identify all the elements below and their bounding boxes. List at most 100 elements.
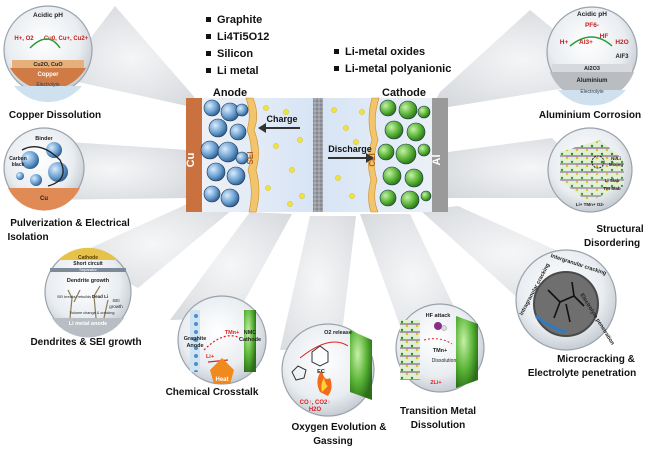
cu-oxide-label: Cu2O, CuO (33, 62, 63, 68)
panel-dendrites: Cathode Short circuit Separator Dendrite… (30, 247, 142, 348)
pf6-label: PF6- (585, 22, 599, 29)
panel-chemical-crosstalk: Heat Graphite Anode NMC Cathode Li+ TMn+… (166, 295, 267, 398)
crosstalk-tm-label: TMn+ (225, 330, 240, 336)
li-ion (273, 143, 279, 149)
cathode-particle (420, 190, 432, 202)
cathode-particle (379, 99, 397, 117)
copper-current-collector (186, 98, 202, 212)
anode-particle (220, 188, 240, 208)
panel-oxygen-evolution: O2 release EC CO↑, CO2↑ H2O Oxygen Evolu… (281, 323, 387, 447)
short-circuit-label: Short circuit (73, 261, 103, 267)
pulverization-title-line2: Isolation (7, 232, 48, 243)
oxygen-title-line1: Oxygen Evolution & (291, 422, 386, 433)
aluminium-title: Aluminium Corrosion (539, 110, 641, 121)
cathode-material-2: Li-metal polyanionic (345, 63, 451, 75)
li-ion (297, 137, 303, 143)
discharge-label: Discharge (328, 144, 372, 154)
anode-materials-list: Graphite Li4Ti5O12 Silicon Li metal (206, 14, 269, 77)
cathode-particle (382, 166, 402, 186)
li-slab-label: Li Slab (605, 178, 620, 183)
panel-tm-dissolution: HF attack TMn+ Dissolution 2Li+ Transiti… (395, 303, 485, 431)
dendrite-cathode-label: Cathode (78, 255, 98, 261)
sei-layer (245, 97, 260, 213)
cu-ph-label: Acidic pH (33, 12, 63, 19)
panel-microcracking: Intergranular cracking Intragranular cra… (515, 249, 636, 379)
lithium-ions (263, 105, 365, 207)
tm-slab-label: TM Slab (603, 186, 621, 191)
graphite-anode-label-2: Anode (186, 343, 203, 349)
sei-growth-label-2: growth (109, 304, 123, 309)
li-ion (299, 193, 305, 199)
anode-material-4: Li metal (217, 65, 259, 77)
li-ion (349, 193, 355, 199)
nmc-cathode-label-2: Cathode (239, 337, 261, 343)
microcracking-title-line2: Electrolyte penetration (528, 368, 636, 379)
li-metal-anode-label: Li metal anode (69, 321, 108, 327)
cu-electrolyte-label: Electrolyte (36, 82, 60, 88)
tm-title-line2: Dissolution (411, 420, 465, 431)
structural-title-line1: Structural (596, 224, 643, 235)
structural-title-line2: Disordering (584, 238, 640, 249)
copper-dissolution-title: Copper Dissolution (9, 110, 101, 121)
al-ph-label: Acidic pH (577, 11, 607, 18)
nmc-cathode-label-1: NMC (244, 330, 257, 336)
li-ion (331, 107, 337, 113)
cathode-particle (398, 100, 418, 120)
dendrite-growth-label: Dendrite growth (67, 278, 110, 284)
hf-attack-label: HF attack (426, 313, 452, 319)
cathode-particle (404, 168, 424, 188)
anode-particle (229, 123, 247, 141)
cu-species-label: H+, O2 (14, 36, 34, 42)
cu-ions-label: Cu0, Cu+, Cu2+ (44, 36, 89, 42)
panel-copper-dissolution: Acidic pH H+, O2 Cu0, Cu+, Cu2+ Cu2O, Cu… (3, 5, 101, 121)
tm-li-label: 2Li+ (430, 380, 441, 386)
separator-label: Separator (79, 267, 97, 272)
li-ion (289, 167, 295, 173)
li-ion (283, 109, 289, 115)
cathode-materials-list: Li-metal oxides Li-metal polyanionic (334, 46, 451, 75)
anode-particle (200, 140, 220, 160)
tm-ion-label: TMn+ (433, 348, 448, 354)
gases-label: CO↑, CO2↑ (300, 400, 331, 406)
cei-layer (367, 97, 380, 213)
graphite-anode-label-1: Graphite (184, 336, 207, 342)
alf3-label: AlF3 (615, 54, 629, 60)
separator (313, 98, 323, 212)
li-ion (335, 175, 341, 181)
al-hf-label: HF (600, 33, 609, 40)
panel-structural-disordering: Ni/Li Mixing Li Slab TM Slab Li+ TMn+ O2… (547, 127, 644, 249)
cathode-particle (417, 143, 431, 157)
battery-cell: Cu SEI CEI Al Charge Discharge Anode Cat… (185, 87, 448, 213)
sei-label: SEI (246, 152, 255, 165)
anode-material-3: Silicon (217, 48, 253, 60)
anode-material-1: Graphite (217, 14, 262, 26)
panel-aluminium-corrosion: Acidic pH PF6- H+ Al3+ HF H2O AlF3 Al2O3… (539, 6, 641, 121)
volume-change-label: Volume change & cracking (70, 311, 115, 315)
panel-pulverization: Binder Carbon black Cu Pulverization & E… (3, 127, 130, 243)
anode-particles (200, 99, 249, 208)
charge-label: Charge (266, 114, 297, 124)
dendrites-title: Dendrites & SEI growth (30, 337, 141, 348)
anode-particle (235, 103, 249, 117)
anode-particle (217, 141, 239, 163)
al-collector-label: Al (431, 155, 443, 166)
structural-legend: Li+ TMn+ O2- (576, 202, 605, 207)
sei-break-label: SEI breaks/ rebuilds (57, 295, 91, 299)
anode-particle (235, 151, 249, 165)
carbon-label-2: black (12, 162, 25, 168)
binder-label: Binder (35, 136, 53, 142)
al3-label: Al3+ (579, 39, 593, 46)
al-metal-label: Aluminium (577, 78, 608, 84)
cei-label: CEI (368, 153, 377, 166)
cathode-particle (406, 122, 426, 142)
anode-particle (226, 166, 246, 186)
heat-label: Heat (215, 377, 228, 383)
al-h-label: H+ (560, 39, 569, 46)
anode-particle (206, 162, 226, 182)
anode-particle (203, 99, 221, 117)
crosstalk-title: Chemical Crosstalk (166, 387, 259, 398)
cathode-particle (395, 143, 417, 165)
o2-release-label: O2 release (324, 330, 352, 336)
anode-material-2: Li4Ti5O12 (217, 31, 269, 43)
